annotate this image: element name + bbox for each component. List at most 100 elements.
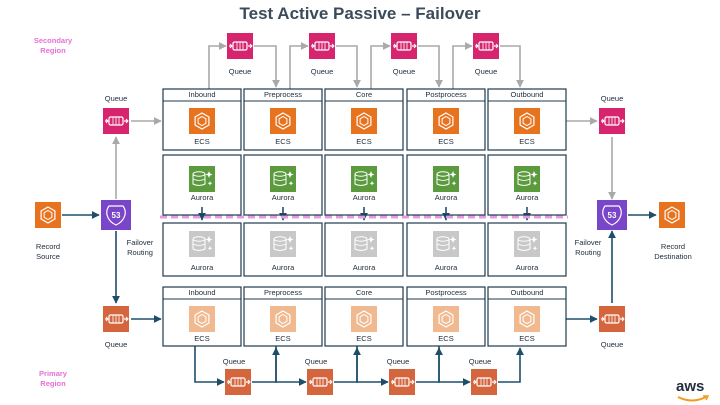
- secondary-preprocess-box: [243, 88, 323, 151]
- primary-postprocess-aurora-label: Aurora: [434, 263, 458, 272]
- secondary-preprocess-ecs-label: ECS: [275, 137, 291, 146]
- primary-preprocess-aurora-label: Aurora: [271, 263, 295, 272]
- secondary-outbound-aurora-label: Aurora: [515, 193, 539, 202]
- route53-label: 53: [112, 211, 121, 220]
- queue-3-to-primary-arrow: [416, 347, 443, 383]
- secondary-postprocess-box: [406, 88, 486, 151]
- secondary-core-aurora-icon: [351, 166, 377, 192]
- diagram-title: Test Active Passive – Failover: [239, 4, 481, 23]
- secondary-ingress-queue-icon: [103, 108, 129, 134]
- secondary-postprocess-aurora-label: Aurora: [434, 193, 458, 202]
- record-source-label-1: Record: [35, 242, 61, 251]
- primary-egress-queue-icon: [599, 306, 625, 332]
- secondary-stage-queue-3-icon: [391, 33, 417, 59]
- failover-routing-left-label-2: Routing: [127, 248, 153, 257]
- primary-stage-queue-2-label: Queue: [304, 357, 328, 366]
- secondary-postprocess-aurora-icon: [433, 166, 459, 192]
- primary-outbound-aurora-icon: [514, 231, 540, 257]
- secondary-region-label: Secondary Region: [18, 36, 88, 56]
- secondary-core-box: [324, 88, 404, 151]
- queue-4-to-primary-arrow: [498, 347, 524, 383]
- primary-core-header: Core: [355, 288, 373, 297]
- primary-to-queue-4-arrow: [438, 346, 471, 386]
- primary-egress-queue-label: Queue: [600, 340, 624, 349]
- primary-inbound-header: Inbound: [188, 288, 216, 297]
- primary-core-ecs-icon: [351, 306, 377, 332]
- failover-routing-left-label-1: Failover: [126, 238, 154, 247]
- secondary-outbound-aurora-box: [487, 154, 567, 216]
- secondary-inbound-aurora-icon: [189, 166, 215, 192]
- secondary-inbound-header: Inbound: [188, 90, 216, 99]
- secondary-region-line1: Secondary: [33, 36, 73, 45]
- queue-1-to-secondary-arrow: [254, 45, 280, 88]
- secondary-stage-queue-3-label: Queue: [392, 67, 416, 76]
- secondary-to-queue-4-arrow: [452, 42, 473, 89]
- primary-to-queue-3-arrow: [356, 346, 389, 386]
- primary-core-ecs-label: ECS: [356, 334, 372, 343]
- secondary-ingress-queue-label: Queue: [104, 94, 128, 103]
- primary-preprocess-ecs-icon: [270, 306, 296, 332]
- primary-preprocess-aurora-box: [243, 222, 323, 277]
- primary-outbound-aurora-box: [487, 222, 567, 277]
- primary-stage-queue-3-icon: [389, 369, 415, 395]
- primary-postprocess-aurora-icon: [433, 231, 459, 257]
- primary-preprocess-box: [243, 286, 323, 347]
- primary-outbound-header: Outbound: [510, 288, 544, 297]
- primary-ingress-queue-label: Queue: [104, 340, 128, 349]
- secondary-stage-queue-2-icon: [309, 33, 335, 59]
- secondary-stage-queue-1-label: Queue: [228, 67, 252, 76]
- queue-4-to-secondary-arrow: [500, 45, 524, 88]
- primary-stage-queue-2-icon: [307, 369, 333, 395]
- secondary-egress-queue-icon: [599, 108, 625, 134]
- primary-outbound-ecs-label: ECS: [519, 334, 535, 343]
- primary-stage-queue-3-label: Queue: [386, 357, 410, 366]
- record-destination-label-1: Record: [660, 242, 686, 251]
- secondary-core-header: Core: [355, 90, 373, 99]
- secondary-outbound-header: Outbound: [510, 90, 544, 99]
- primary-stage-queue-1-icon: [225, 369, 251, 395]
- secondary-core-aurora-label: Aurora: [352, 193, 376, 202]
- secondary-postprocess-header: Postprocess: [425, 90, 467, 99]
- primary-stage-queue-4-icon: [471, 369, 497, 395]
- queue-3-to-secondary-arrow: [418, 45, 443, 88]
- secondary-preprocess-ecs-icon: [270, 108, 296, 134]
- primary-core-aurora-label: Aurora: [352, 263, 376, 272]
- secondary-postprocess-ecs-icon: [433, 108, 459, 134]
- primary-region-label: Primary Region: [18, 369, 88, 389]
- secondary-preprocess-aurora-label: Aurora: [271, 193, 295, 202]
- primary-inbound-aurora-label: Aurora: [190, 263, 214, 272]
- primary-inbound-ecs-icon: [189, 306, 215, 332]
- route53-label: 53: [608, 211, 617, 220]
- failover-routing-right-label-1: Failover: [574, 238, 602, 247]
- primary-postprocess-header: Postprocess: [425, 288, 467, 297]
- primary-postprocess-aurora-box: [406, 222, 486, 277]
- secondary-outbound-ecs-label: ECS: [519, 137, 535, 146]
- primary-region-line2: Region: [40, 379, 66, 388]
- secondary-postprocess-aurora-box: [406, 154, 486, 216]
- secondary-preprocess-aurora-icon: [270, 166, 296, 192]
- secondary-preprocess-aurora-box: [243, 154, 323, 216]
- record-source-label-2: Source: [36, 252, 60, 261]
- secondary-stage-queue-4-icon: [473, 33, 499, 59]
- secondary-core-ecs-icon: [351, 108, 377, 134]
- queue-1-to-primary-arrow: [252, 347, 280, 383]
- queue-2-to-secondary-arrow: [336, 45, 361, 88]
- primary-postprocess-ecs-icon: [433, 306, 459, 332]
- primary-outbound-box: [487, 286, 567, 347]
- route53-left-icon: 53: [101, 200, 131, 230]
- secondary-inbound-ecs-icon: [189, 108, 215, 134]
- secondary-stage-queue-2-label: Queue: [310, 67, 334, 76]
- primary-outbound-aurora-label: Aurora: [515, 263, 539, 272]
- primary-core-box: [324, 286, 404, 347]
- primary-region-line1: Primary: [39, 369, 67, 378]
- secondary-core-ecs-label: ECS: [356, 137, 372, 146]
- secondary-to-queue-2-arrow: [289, 42, 309, 89]
- record-source-icon: [35, 202, 61, 228]
- primary-stage-queue-4-label: Queue: [468, 357, 492, 366]
- secondary-inbound-box: [162, 88, 242, 151]
- primary-inbound-box: [162, 286, 242, 347]
- secondary-to-queue-3-arrow: [370, 42, 391, 89]
- primary-to-queue-2-arrow: [275, 346, 307, 386]
- secondary-inbound-aurora-label: Aurora: [190, 193, 214, 202]
- primary-inbound-aurora-icon: [189, 231, 215, 257]
